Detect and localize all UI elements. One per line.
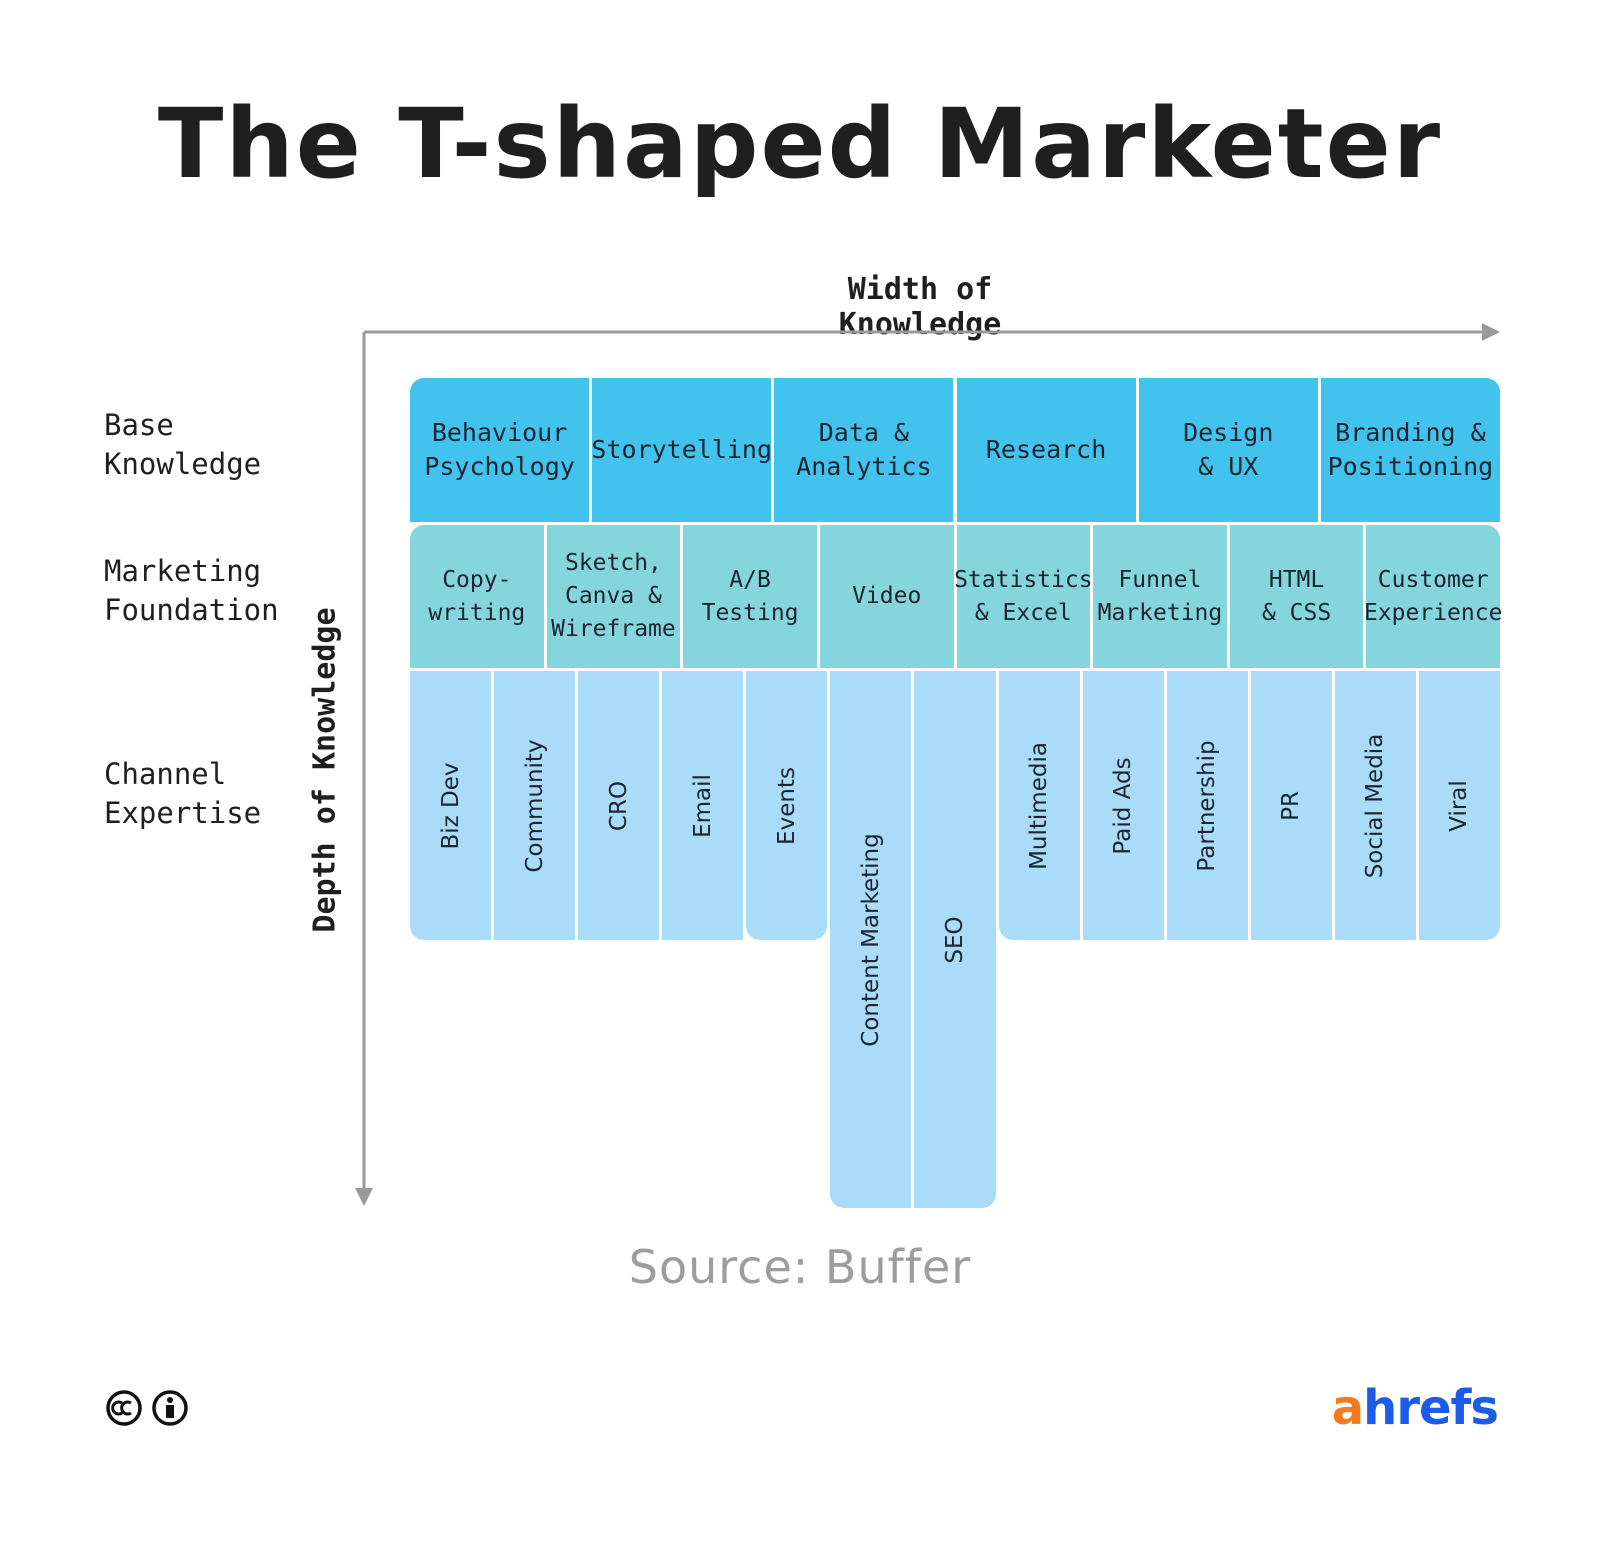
channel-cro: CRO: [578, 671, 660, 940]
channel-social-media: Social Media: [1334, 671, 1416, 940]
page-title: The T-shaped Marketer: [157, 88, 1443, 200]
channel-pr: PR: [1250, 671, 1332, 940]
base-knowledge-branding-positioning: Branding & Positioning: [1320, 378, 1500, 522]
marketing-foundation-copy-writing: Copy- writing: [410, 525, 544, 668]
channel-label-multimedia: Multimedia: [1026, 741, 1053, 870]
channel-label-partnership: Partnership: [1194, 739, 1221, 872]
channel-seo: SEO: [914, 671, 996, 1208]
channel-label-viral: Viral: [1446, 779, 1473, 832]
x-axis-arrow-icon: [1482, 323, 1500, 341]
base-knowledge-design-ux: Design & UX: [1138, 378, 1318, 522]
marketing-foundation-statistics-excel: Statistics & Excel: [954, 525, 1093, 668]
creative-commons-icon: [106, 1390, 142, 1426]
logo-letters-hrefs: hrefs: [1363, 1380, 1499, 1436]
channel-label-events: Events: [773, 766, 800, 845]
logo-letter-a: a: [1331, 1380, 1364, 1436]
channel-email: Email: [662, 671, 744, 940]
marketing-foundation-a-b-testing: A/B Testing: [683, 525, 817, 668]
y-axis-label: Depth of Knowledge: [307, 607, 343, 933]
y-axis-arrow-icon: [355, 1188, 373, 1206]
channel-label-content-marketing: Content Marketing: [857, 832, 884, 1047]
marketing-foundation-sketch-canva-wireframe: Sketch, Canva & Wireframe: [546, 525, 681, 668]
channel-label-paid-ads: Paid Ads: [1110, 756, 1137, 855]
marketing-foundation-customer-experience: Customer Experience: [1364, 525, 1502, 668]
channel-label-community: Community: [521, 738, 548, 873]
attribution-icon: [152, 1390, 188, 1426]
base-knowledge-research: Research: [956, 378, 1136, 522]
base-knowledge-behaviour-psychology: Behaviour Psychology: [410, 378, 590, 522]
row-label-base-knowledge: Base Knowledge: [104, 408, 262, 481]
channel-multimedia: Multimedia: [998, 671, 1080, 940]
license-icons: [106, 1390, 188, 1426]
marketing-foundation-video: Video: [819, 525, 954, 668]
x-axis-label: Width of Knowledge: [838, 272, 1002, 342]
row-label-channel-expertise: Channel Expertise: [104, 757, 262, 830]
channel-partnership: Partnership: [1166, 671, 1248, 940]
row-label-marketing-foundation: Marketing Foundation: [104, 554, 279, 627]
channel-label-biz-dev: Biz Dev: [437, 761, 464, 850]
channel-paid-ads: Paid Ads: [1082, 671, 1164, 940]
source-caption: Source: Buffer: [628, 1240, 972, 1294]
base-knowledge-data-analytics: Data & Analytics: [774, 378, 954, 522]
channel-label-seo: SEO: [941, 915, 968, 964]
channel-community: Community: [494, 671, 576, 940]
channel-label-cro: CRO: [605, 780, 632, 831]
base-knowledge-storytelling: Storytelling: [591, 378, 772, 522]
channel-biz-dev: Biz Dev: [410, 671, 492, 940]
channel-label-social-media: Social Media: [1362, 733, 1389, 878]
channel-label-pr: PR: [1278, 790, 1305, 821]
channel-events: Events: [746, 671, 828, 940]
channel-label-email: Email: [689, 773, 716, 838]
channel-viral: Viral: [1418, 671, 1500, 940]
marketing-foundation-html-css: HTML & CSS: [1229, 525, 1364, 668]
marketing-foundation-funnel-marketing: Funnel Marketing: [1093, 525, 1227, 668]
ahrefs-logo: ahrefs: [1331, 1380, 1499, 1436]
channel-content-marketing: Content Marketing: [830, 671, 912, 1208]
